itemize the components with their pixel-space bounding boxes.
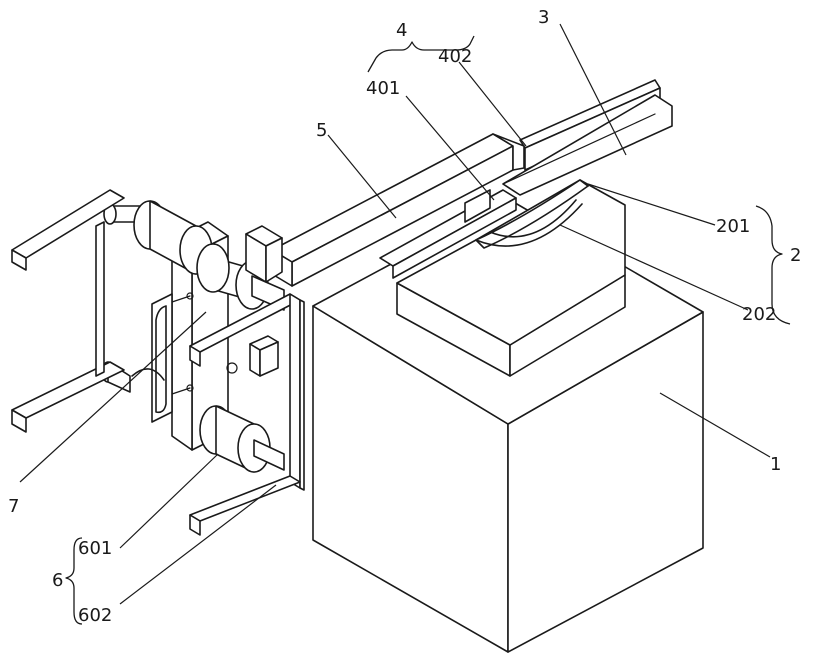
callout-6: 6 [52,570,63,591]
callout-7: 7 [8,496,19,517]
callout-201: 201 [716,216,750,237]
callout-202: 202 [742,304,776,325]
callout-3: 3 [538,7,549,28]
rear-frame [12,190,124,432]
callout-1: 1 [770,454,781,475]
callout-401: 401 [366,78,400,99]
callout-602: 602 [78,605,112,626]
callout-601: 601 [78,538,112,559]
callout-402: 402 [438,46,472,67]
top-rail [503,80,672,195]
callout-4: 4 [396,20,407,41]
callout-2: 2 [790,245,801,266]
callout-5: 5 [316,120,327,141]
